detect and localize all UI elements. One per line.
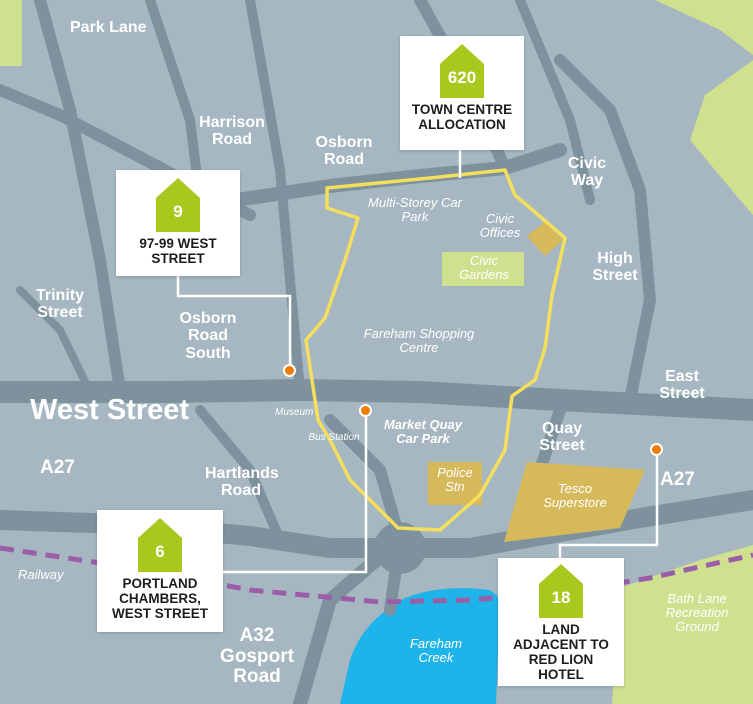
town-centre-boundary: [304, 168, 567, 532]
site-card-red-lion[interactable]: 18 LAND ADJACENT TO RED LION HOTEL: [498, 558, 624, 686]
place-label-multi-storey-car-park: Multi-Storey Car Park: [368, 195, 462, 225]
osborn-road-road: [163, 143, 567, 217]
house-icon: 18: [539, 564, 583, 618]
fareham-creek-water: [340, 588, 500, 704]
hartlands-road-road: [195, 405, 285, 545]
road-label-park-lane: Park Lane: [70, 19, 147, 36]
house-icon: 9: [156, 178, 200, 232]
site-label-portland-chambers: PORTLAND CHAMBERS, WEST STREET: [111, 576, 208, 622]
site-card-97-99-west-street[interactable]: 9 97-99 WEST STREET: [116, 170, 240, 276]
tesco-area: [504, 462, 645, 542]
place-label-civic-offices: Civic Offices: [479, 211, 521, 241]
site-marker-red-lion[interactable]: [650, 443, 663, 456]
place-label-police-stn: Police Stn: [437, 465, 473, 495]
osborn-south-road: [245, 0, 305, 395]
place-label-fareham-shopping-centre: Fareham Shopping Centre: [363, 326, 475, 356]
place-label-bath-lane-recreation-ground: Bath Lane Recreation Ground: [665, 591, 729, 635]
place-label-bus-station: Bus Station: [308, 432, 360, 443]
trinity-road: [16, 286, 94, 396]
connector-97-99: [176, 275, 292, 370]
a32-road: [293, 541, 397, 704]
site-label-town-centre: TOWN CENTRE ALLOCATION: [411, 102, 513, 133]
road-label-east-street: East Street: [659, 368, 705, 403]
site-label-red-lion: LAND ADJACENT TO RED LION HOTEL: [513, 622, 609, 683]
connector-red-lion: [558, 450, 659, 560]
connector-portland: [222, 410, 368, 574]
place-label-museum: Museum: [275, 407, 314, 418]
park-top-left: [0, 0, 22, 66]
place-label-fareham-creek: Fareham Creek: [409, 636, 463, 666]
pedestrian-west-street: [317, 385, 506, 405]
place-label-tesco-superstore: Tesco Superstore: [543, 481, 607, 511]
house-icon: 620: [440, 44, 484, 98]
road-label-a32-gosport-road: A32 Gosport Road: [220, 625, 294, 688]
road-west-vertical: [34, 0, 126, 396]
park-right: [690, 60, 753, 215]
roundabout: [374, 522, 426, 574]
road-label-civic-way: Civic Way: [567, 155, 607, 190]
police-station-area: [428, 462, 482, 505]
road-label-osborn-road-south: Osborn Road South: [179, 310, 237, 362]
site-count-town-centre: 620: [447, 68, 477, 87]
quay-road-south: [324, 414, 406, 616]
civic-gardens-area: [442, 252, 524, 286]
civic-offices-area: [527, 222, 563, 256]
road-label-west-street: West Street: [30, 394, 190, 426]
road-label-high-street: High Street: [592, 250, 638, 285]
site-marker-portland-chambers[interactable]: [359, 404, 372, 417]
road-label-osborn-road: Osborn Road: [315, 134, 373, 169]
road-label-harrison-road: Harrison Road: [199, 114, 265, 149]
bath-lane-park: [612, 545, 753, 704]
high-street-road: [554, 54, 656, 406]
site-count-red-lion: 18: [551, 588, 571, 607]
place-label-railway: Railway: [18, 567, 64, 582]
road-label-trinity-street: Trinity Street: [35, 287, 84, 322]
road-label-a27-left: A27: [40, 457, 75, 478]
site-card-portland-chambers[interactable]: 6 PORTLAND CHAMBERS, WEST STREET: [97, 510, 223, 632]
park-top-right: [655, 0, 753, 55]
place-label-market-quay-car-park: Market Quay Car Park: [383, 417, 463, 447]
site-card-town-centre[interactable]: 620 TOWN CENTRE ALLOCATION: [400, 36, 524, 150]
road-label-quay-street: Quay Street: [539, 420, 585, 455]
site-count-portland-chambers: 6: [155, 542, 165, 561]
site-count-97-99-west-street: 9: [173, 202, 183, 221]
road-label-hartlands-road: Hartlands Road: [205, 465, 279, 500]
house-icon: 6: [138, 518, 182, 572]
road-label-a27-right: A27: [660, 469, 695, 490]
site-marker-97-99-west-street[interactable]: [283, 364, 296, 377]
place-label-civic-gardens: Civic Gardens: [459, 253, 509, 283]
site-label-97-99-west-street: 97-99 WEST STREET: [139, 236, 217, 267]
civic-way-road: [515, 0, 595, 205]
